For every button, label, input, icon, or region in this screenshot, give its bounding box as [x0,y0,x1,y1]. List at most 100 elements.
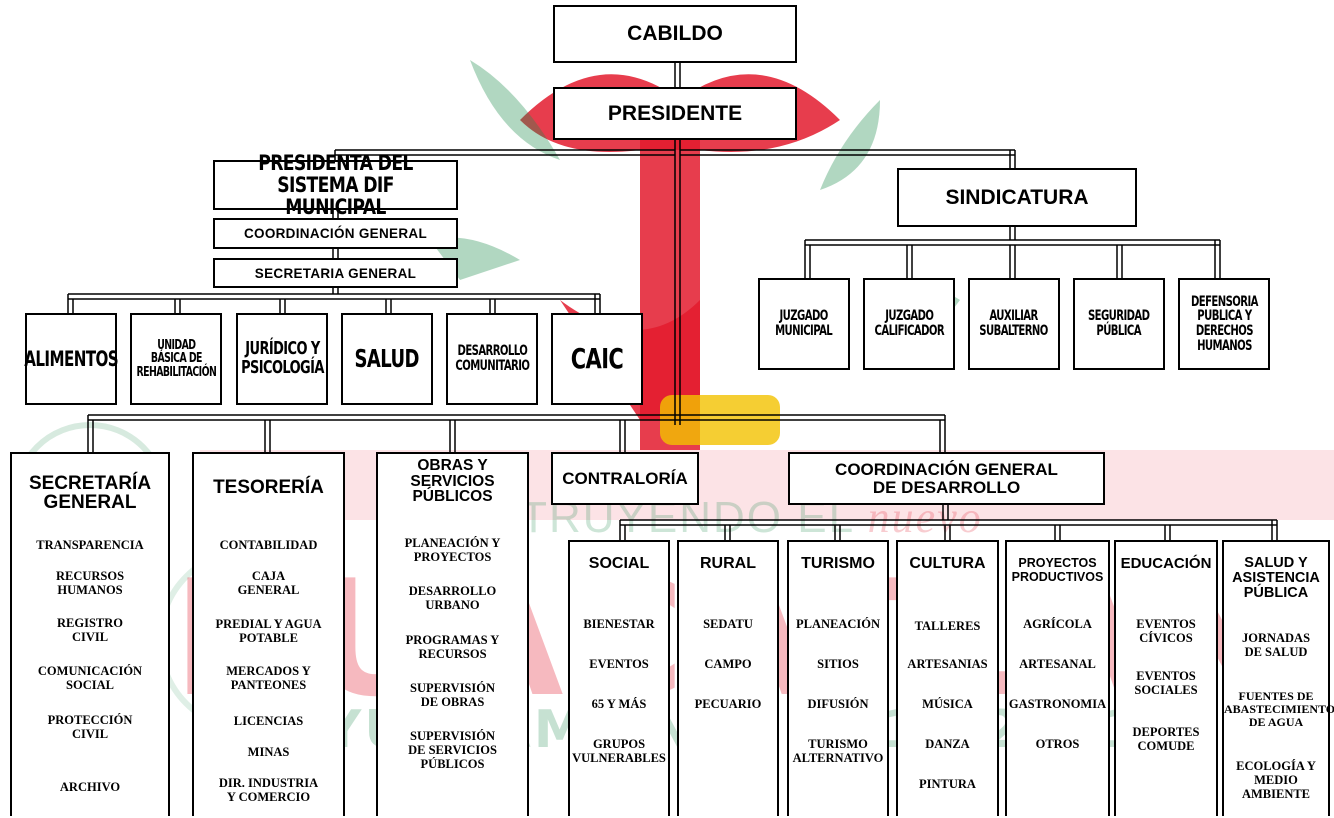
sind-unit-label: DEFENSORIA PUBLICA Y DERECHOS HUMANOS [1190,293,1258,354]
cabildo-label: CABILDO [627,22,723,45]
dif-secretaria-box: SECRETARIA GENERAL [213,258,458,288]
dif-unit-label: ALIMENTOS [24,346,118,371]
list-item: DIR. INDUSTRIA Y COMERCIO [218,776,319,804]
list-item: DIFUSIÓN [807,697,869,711]
sind-unit-label: JUZGADO CALIFICADOR [874,308,944,339]
dif-unit-alimentos: ALIMENTOS [24,313,119,405]
dif-coordinacion-box: COORDINACIÓN GENERAL [213,218,458,249]
list-item: RECURSOS HUMANOS [55,569,125,597]
list-item: EVENTOS CÍVICOS [1136,617,1196,645]
list-item: PLANEACIÓN [795,617,881,631]
sind-unit-seguridad: SEGURIDAD PÚBLICA [1073,278,1165,370]
list-item: PROGRAMAS Y RECURSOS [405,633,500,661]
list-item: FUENTES DE ABASTECIMIENTO DE AGUA [1224,689,1334,730]
dev-column-proyectos: PROYECTOS PRODUCTIVOS AGRÍCOLA ARTESANAL… [1005,540,1110,816]
list-item: TURISMO ALTERNATIVO [792,737,884,765]
dev-column-title: CULTURA [909,555,986,572]
tesoreria-column: TESORERÍA CONTABILIDAD CAJA GENERAL PRED… [192,452,345,816]
dev-column-title: SOCIAL [588,555,650,572]
contraloria-box: CONTRALORÍA [551,452,699,505]
list-item: EVENTOS [589,657,649,671]
dev-column-turismo: TURISMO PLANEACIÓN SITIOS DIFUSIÓN TURIS… [787,540,889,816]
list-item: OTROS [1035,737,1080,751]
list-item: DESARROLLO URBANO [408,584,497,612]
list-item: ARTESANIAS [907,657,988,671]
dif-unit-salud: SALUD [341,313,433,405]
dev-column-title: PROYECTOS PRODUCTIVOS [1011,556,1104,585]
list-item: AGRÍCOLA [1023,617,1092,631]
dev-column-cultura: CULTURA TALLERES ARTESANIAS MÚSICA DANZA… [896,540,999,816]
obras-column: OBRAS Y SERVICIOS PÚBLICOS PLANEACIÓN Y … [376,452,529,816]
secretaria-general-column: SECRETARÍA GENERAL TRANSPARENCIA RECURSO… [10,452,170,816]
presidente-box: PRESIDENTE [553,87,797,140]
list-item: BIENESTAR [583,617,655,631]
list-item: MÚSICA [922,697,973,711]
list-item: DEPORTES COMUDE [1132,725,1200,753]
list-item: SEDATU [703,617,753,631]
contraloria-title: CONTRALORÍA [562,468,688,488]
list-item: REGISTRO CIVIL [57,616,123,644]
sind-unit-label: SEGURIDAD PÚBLICA [1088,308,1150,339]
dev-column-title: RURAL [700,555,756,572]
dif-unit-ubr: UNIDAD BÁSICA DE REHABILITACIÓN [130,313,222,405]
presidente-label: PRESIDENTE [607,101,743,125]
dev-column-educacion: EDUCACIÓN EVENTOS CÍVICOS EVENTOS SOCIAL… [1114,540,1218,816]
dif-title-box: PRESIDENTA DEL SISTEMA DIF MUNICIPAL [213,152,458,218]
tesoreria-title: TESORERÍA [213,477,324,498]
dif-unit-label: JURÍDICO Y PSICOLOGÍA [240,338,324,378]
list-item: MINAS [247,745,290,759]
secretaria-general-items: TRANSPARENCIA RECURSOS HUMANOS REGISTRO … [12,454,168,818]
list-item: SUPERVISIÓN DE SERVICIOS PÚBLICOS [408,729,497,771]
dev-column-title: EDUCACIÓN [1120,555,1212,572]
list-item: 65 Y MÁS [591,697,647,711]
list-item: CAMPO [704,657,752,671]
sindicatura-box: SINDICATURA [897,168,1137,227]
dif-unit-caic: CAIC [551,313,643,405]
dev-column-title: TURISMO [801,555,875,572]
tesoreria-items: CONTABILIDAD CAJA GENERAL PREDIAL Y AGUA… [194,454,343,818]
sind-unit-auxiliar: AUXILIAR SUBALTERNO [968,278,1060,370]
sind-unit-juzgado-municipal: JUZGADO MUNICIPAL [758,278,850,370]
list-item: ARCHIVO [59,780,121,794]
dif-coordinacion-label: COORDINACIÓN GENERAL [243,226,427,241]
list-item: SUPERVISIÓN DE OBRAS [410,681,495,709]
list-item: PECUARIO [694,697,762,711]
list-item: DANZA [925,737,970,751]
list-item: TALLERES [914,619,981,633]
list-item: PLANEACIÓN Y PROYECTOS [404,536,501,564]
list-item: TRANSPARENCIA [36,538,144,552]
secretaria-general-title: SECRETARÍA GENERAL [28,473,152,513]
list-item: PROTECCIÓN CIVIL [47,713,133,741]
dif-unit-desarrollo: DESARROLLO COMUNITARIO [446,313,538,405]
list-item: CONTABILIDAD [219,538,318,552]
sind-unit-defensoria: DEFENSORIA PUBLICA Y DERECHOS HUMANOS [1178,278,1270,370]
dif-title: PRESIDENTA DEL SISTEMA DIF MUNICIPAL [258,150,413,220]
sindicatura-label: SINDICATURA [945,185,1089,209]
sind-unit-juzgado-calificador: JUZGADO CALIFICADOR [863,278,955,370]
cabildo-box: CABILDO [553,5,797,63]
list-item: LICENCIAS [233,714,304,728]
list-item: GRUPOS VULNERABLES [572,737,666,765]
dif-unit-juridico: JURÍDICO Y PSICOLOGÍA [236,313,328,405]
list-item: SITIOS [817,657,859,671]
dif-unit-label: UNIDAD BÁSICA DE REHABILITACIÓN [136,337,216,380]
obras-title: OBRAS Y SERVICIOS PÚBLICOS [410,457,495,505]
list-item: GASTRONOMIA [1008,697,1107,711]
list-item: PINTURA [919,777,976,791]
obras-items: PLANEACIÓN Y PROYECTOS DESARROLLO URBANO… [378,454,527,818]
list-item: MERCADOS Y PANTEONES [226,664,311,692]
list-item: ARTESANAL [1019,657,1096,671]
list-item: ECOLOGÍA Y MEDIO AMBIENTE [1236,759,1316,801]
list-item: JORNADAS DE SALUD [1241,631,1311,659]
list-item: EVENTOS SOCIALES [1134,669,1198,697]
dif-unit-label: DESARROLLO COMUNITARIO [455,343,530,374]
coord-desarrollo-title: COORDINACIÓN GENERAL DE DESARROLLO [835,459,1058,497]
dif-unit-label: SALUD [354,343,420,373]
coord-desarrollo-box: COORDINACIÓN GENERAL DE DESARROLLO [788,452,1105,505]
dev-column-title: SALUD Y ASISTENCIA PÚBLICA [1232,555,1320,602]
list-item: COMUNICACIÓN SOCIAL [37,664,143,692]
dev-column-rural: RURAL SEDATU CAMPO PECUARIO [677,540,779,816]
list-item: CAJA GENERAL [237,569,300,597]
sind-unit-label: JUZGADO MUNICIPAL [775,308,833,339]
